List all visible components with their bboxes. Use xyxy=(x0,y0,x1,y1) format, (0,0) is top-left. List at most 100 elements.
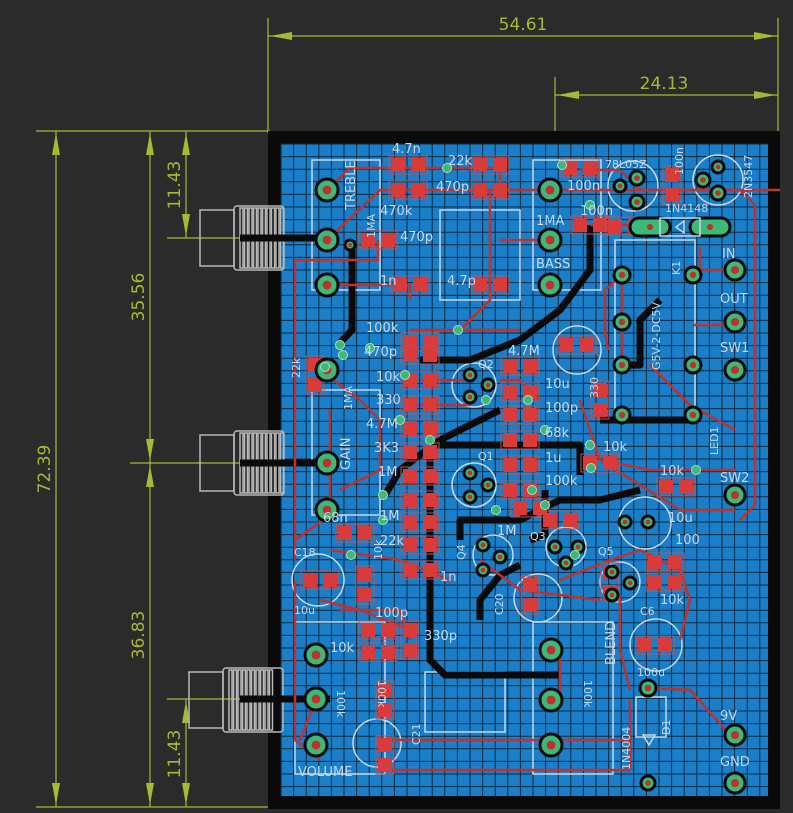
through-hole-pad xyxy=(710,159,726,175)
smd-pad xyxy=(308,378,322,392)
pad-hole xyxy=(731,779,739,787)
smd-pad xyxy=(423,445,437,459)
pad-hole xyxy=(467,394,473,400)
through-hole-pad xyxy=(537,227,563,253)
smd-outline xyxy=(400,370,440,390)
smd-pad xyxy=(403,421,417,435)
through-hole-pad xyxy=(723,771,747,795)
through-hole-pad xyxy=(480,477,496,493)
value-4M7-a: 4.7M xyxy=(366,417,398,432)
smd-outline xyxy=(400,560,440,580)
label-treble: TREBLE xyxy=(344,160,359,211)
smd-pad xyxy=(563,513,577,527)
smd-component xyxy=(560,158,600,178)
smd-pad xyxy=(638,638,652,652)
through-hole-pad xyxy=(314,272,340,298)
smd-pad xyxy=(665,168,679,182)
smd-pad xyxy=(523,433,537,447)
through-hole-pad xyxy=(462,389,478,405)
via xyxy=(557,160,567,170)
smd-pad xyxy=(391,158,405,172)
value-470p-b: 470p xyxy=(400,230,433,245)
smd-pad xyxy=(560,338,574,352)
smd-pad xyxy=(513,501,527,515)
smd-component xyxy=(557,335,597,355)
value-100k-c: 100k xyxy=(375,680,388,708)
smd-outline xyxy=(400,620,420,660)
value-22k-b: 22k xyxy=(380,534,405,549)
pad-hole xyxy=(644,684,652,692)
pad-hole xyxy=(731,318,739,326)
through-hole-pad xyxy=(604,564,620,580)
smd-pad xyxy=(423,493,437,507)
label-bass: BASS xyxy=(536,257,570,272)
pad-hole xyxy=(645,780,651,786)
label-gnd: GND xyxy=(720,755,750,770)
through-hole-pad xyxy=(612,405,632,425)
label-q4: Q4 xyxy=(455,544,468,560)
smd-pad xyxy=(473,183,487,197)
dim-lower-section: 36.83 xyxy=(129,611,149,660)
smd-pad xyxy=(523,598,537,612)
pad-hole xyxy=(311,650,321,660)
smd-component xyxy=(500,356,540,376)
smd-component xyxy=(400,560,440,580)
dim-upper-section: 35.56 xyxy=(129,273,149,322)
smd-pad xyxy=(423,469,437,483)
label-out: OUT xyxy=(720,292,748,307)
smd-pad xyxy=(423,398,437,412)
smd-pad xyxy=(381,233,395,247)
smd-outline xyxy=(400,490,440,510)
dim-board-width: 54.61 xyxy=(499,15,548,35)
through-hole-pad xyxy=(314,450,340,476)
through-hole-pad xyxy=(303,686,329,712)
smd-pad xyxy=(378,758,392,772)
through-hole-pad xyxy=(537,272,563,298)
vias xyxy=(320,160,701,560)
smd-outline xyxy=(557,335,597,355)
smd-outline xyxy=(470,275,510,295)
smd-outline xyxy=(590,380,610,420)
value-10u-a: 10u xyxy=(545,377,570,392)
smd-outline xyxy=(400,442,440,462)
smd-pad xyxy=(403,563,417,577)
value-22k-c: 22k xyxy=(290,357,303,378)
label-blend: BLEND xyxy=(604,621,619,665)
through-hole-pad xyxy=(314,497,340,523)
smd-pad xyxy=(423,563,437,577)
value-22k-top: 22k xyxy=(448,154,473,169)
smd-pad xyxy=(580,338,594,352)
smd-pad xyxy=(403,398,417,412)
value-4p7: 4.7p xyxy=(447,274,476,289)
pad-hole xyxy=(627,580,633,586)
label-k1: K1 xyxy=(670,261,683,275)
pad-hole xyxy=(322,235,332,245)
pad-hole xyxy=(480,567,486,573)
through-hole-pad xyxy=(628,193,646,211)
via xyxy=(378,515,388,525)
value-10k-b: 10k xyxy=(603,440,628,455)
pad-hole xyxy=(497,554,503,560)
pad-hole xyxy=(467,372,473,378)
through-hole-pad xyxy=(558,555,574,571)
smd-component xyxy=(662,165,682,205)
smd-outline xyxy=(400,332,440,352)
label-1n4148: 1N4148 xyxy=(665,202,708,215)
label-c21: C21 xyxy=(410,723,423,745)
smd-outline xyxy=(656,477,696,497)
smd-pad xyxy=(503,359,517,373)
via xyxy=(570,550,580,560)
pad-hole xyxy=(634,199,640,205)
smd-component xyxy=(400,418,440,438)
via xyxy=(442,163,452,173)
smd-component xyxy=(635,635,675,655)
label-1n4004: 1N4004 xyxy=(620,727,633,770)
through-hole-pad xyxy=(547,539,563,555)
smd-outline xyxy=(375,680,395,720)
value-68n: 68n xyxy=(323,511,348,526)
smd-pad xyxy=(593,383,607,397)
value-10k-e: 10k xyxy=(372,539,385,560)
smd-component xyxy=(470,275,510,295)
smd-pad xyxy=(523,458,537,472)
through-hole-pad xyxy=(538,732,564,758)
